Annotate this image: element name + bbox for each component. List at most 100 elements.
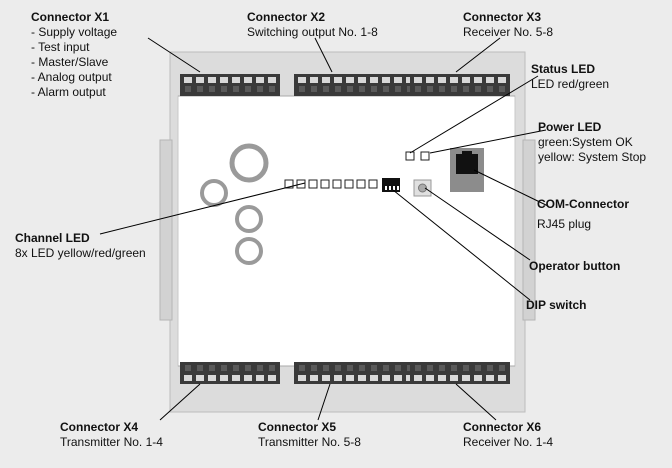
connector-x2-title: Connector X2 (247, 10, 326, 24)
connector-pin (256, 375, 264, 381)
connector-screw (359, 365, 365, 371)
connector-pin (334, 375, 342, 381)
connector-x3-title: Connector X3 (463, 10, 542, 24)
connector-pin (474, 375, 482, 381)
connector-screw (395, 86, 401, 92)
connector-pin (346, 77, 354, 83)
channel-led-desc: 8x LED yellow/red/green (15, 246, 146, 260)
connector-screw (311, 86, 317, 92)
capacitor-large (229, 143, 269, 183)
housing-side-left (159, 139, 173, 321)
connector-pin (498, 375, 506, 381)
label-com-connector: COM-Connector RJ45 plug (537, 197, 629, 232)
connector-pin (220, 77, 228, 83)
dip-switch (382, 178, 400, 192)
connector-screw (415, 86, 421, 92)
connector-pin (486, 375, 494, 381)
connector-x4-title: Connector X4 (60, 420, 139, 434)
connector-pin (370, 375, 378, 381)
connector-x1-title: Connector X1 (31, 10, 110, 24)
connector-pin (382, 375, 390, 381)
connector-screw (245, 86, 251, 92)
connector-screw (347, 365, 353, 371)
connector-x3 (410, 74, 510, 96)
connector-x6-desc: Receiver No. 1-4 (463, 435, 554, 449)
connector-body (180, 74, 280, 96)
connector-pin (346, 375, 354, 381)
connector-pin (310, 77, 318, 83)
connector-pin (462, 375, 470, 381)
connector-pin (334, 77, 342, 83)
connector-pin (414, 375, 422, 381)
channel-led (368, 179, 378, 189)
connector-pin (268, 375, 276, 381)
connector-screw (415, 365, 421, 371)
connector-pin (358, 375, 366, 381)
connector-x1-function: - Master/Slave (31, 55, 109, 69)
connector-screw (395, 365, 401, 371)
connector-screw (185, 86, 191, 92)
channel-led (284, 179, 294, 189)
connector-screw (463, 86, 469, 92)
connector-x3-desc: Receiver No. 5-8 (463, 25, 554, 39)
label-connector-x3: Connector X3 Receiver No. 5-8 (463, 10, 553, 40)
connector-x2-desc: Switching output No. 1-8 (247, 25, 378, 39)
connector-screw (311, 365, 317, 371)
status-led (405, 151, 415, 161)
connector-pin (298, 375, 306, 381)
label-connector-x4: Connector X4 Transmitter No. 1-4 (60, 420, 163, 450)
connector-body (410, 74, 510, 96)
connector-screw (197, 86, 203, 92)
channel-led-title: Channel LED (15, 231, 90, 245)
connector-screw (335, 86, 341, 92)
connector-screw (383, 86, 389, 92)
connector-screw (427, 86, 433, 92)
connector-screw (487, 86, 493, 92)
connector-screw (487, 365, 493, 371)
connector-x5-title: Connector X5 (258, 420, 337, 434)
connector-pin (394, 375, 402, 381)
channel-led (320, 179, 330, 189)
connector-screw (257, 365, 263, 371)
connector-pin (450, 375, 458, 381)
connector-screw (233, 86, 239, 92)
connector-pin (244, 77, 252, 83)
connector-x6 (410, 362, 510, 384)
connector-pin (196, 77, 204, 83)
connector-x6-title: Connector X6 (463, 420, 542, 434)
connector-pin (322, 375, 330, 381)
connector-pin (498, 77, 506, 83)
connector-pin (370, 77, 378, 83)
dip-switch-title: DIP switch (526, 298, 587, 312)
connector-screw (359, 86, 365, 92)
channel-led (308, 179, 318, 189)
connector-x1-function: - Test input (31, 40, 90, 54)
capacitor-left (200, 179, 228, 207)
connector-screw (383, 365, 389, 371)
connector-pin (268, 77, 276, 83)
connector-x1-function: - Alarm output (31, 85, 106, 99)
label-dip-switch: DIP switch (526, 298, 586, 313)
operator-button (413, 179, 432, 197)
connector-x1 (180, 74, 280, 96)
operator-button-title: Operator button (529, 259, 621, 273)
connector-screw (245, 365, 251, 371)
connector-screw (221, 86, 227, 92)
connector-x5 (294, 362, 418, 384)
label-operator-button: Operator button (529, 259, 620, 274)
connector-x1-function: - Analog output (31, 70, 112, 84)
label-channel-led: Channel LED 8x LED yellow/red/green (15, 231, 146, 261)
connector-screw (323, 86, 329, 92)
connector-pin (196, 375, 204, 381)
com-connector-title: COM-Connector (537, 197, 629, 211)
connector-pin (220, 375, 228, 381)
connector-screw (209, 365, 215, 371)
connector-pin (450, 77, 458, 83)
connector-x5-desc: Transmitter No. 5-8 (258, 435, 361, 449)
connector-screw (299, 86, 305, 92)
connector-screw (197, 365, 203, 371)
connector-screw (439, 365, 445, 371)
connector-screw (475, 86, 481, 92)
connector-pin (208, 375, 216, 381)
